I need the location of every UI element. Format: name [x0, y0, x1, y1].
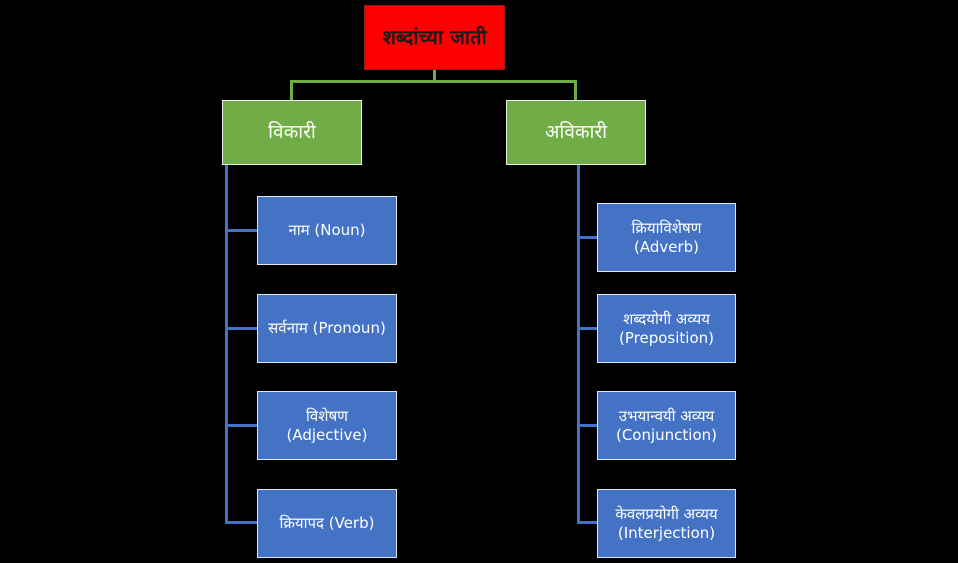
connector-vikari-stub-4 [228, 521, 258, 524]
connector-avikari-stub-4 [580, 521, 598, 524]
connector-root-to-avikari [574, 80, 577, 100]
connector-avikari-spine [577, 165, 580, 524]
node-noun-label: नाम (Noun) [288, 221, 366, 240]
node-vikari[interactable]: विकारी [222, 100, 362, 165]
connector-vikari-stub-1 [228, 229, 258, 232]
connector-avikari-stub-1 [580, 236, 598, 239]
connector-root-to-vikari [290, 80, 293, 100]
node-conjunction[interactable]: उभयान्वयी अव्यय (Conjunction) [597, 391, 736, 460]
node-preposition-label: शब्दयोगी अव्यय (Preposition) [619, 309, 714, 347]
node-pronoun-label: सर्वनाम (Pronoun) [268, 319, 386, 338]
node-interjection[interactable]: केवलप्रयोगी अव्यय (Interjection) [597, 489, 736, 558]
connector-avikari-stub-3 [580, 424, 598, 427]
connector-vikari-spine [225, 165, 228, 524]
node-noun[interactable]: नाम (Noun) [257, 196, 397, 265]
node-vikari-label: विकारी [268, 120, 316, 143]
node-verb[interactable]: क्रियापद (Verb) [257, 489, 397, 558]
node-conjunction-label: उभयान्वयी अव्यय (Conjunction) [615, 406, 718, 444]
node-avikari[interactable]: अविकारी [506, 100, 646, 165]
node-adverb-label: क्रियाविशेषण (Adverb) [631, 218, 702, 256]
node-verb-label: क्रियापद (Verb) [279, 514, 375, 533]
connector-root-horizontal [290, 80, 577, 83]
node-root-label: शब्दांच्या जाती [382, 25, 487, 49]
node-avikari-label: अविकारी [544, 120, 608, 143]
node-pronoun[interactable]: सर्वनाम (Pronoun) [257, 294, 397, 363]
connector-root-stem [433, 70, 436, 82]
node-root[interactable]: शब्दांच्या जाती [364, 5, 505, 70]
node-adjective[interactable]: विशेषण (Adjective) [257, 391, 397, 460]
node-adjective-label: विशेषण (Adjective) [286, 406, 368, 444]
connector-vikari-stub-3 [228, 424, 258, 427]
node-interjection-label: केवलप्रयोगी अव्यय (Interjection) [615, 504, 718, 542]
connector-vikari-stub-2 [228, 327, 258, 330]
connector-avikari-stub-2 [580, 327, 598, 330]
node-adverb[interactable]: क्रियाविशेषण (Adverb) [597, 203, 736, 272]
node-preposition[interactable]: शब्दयोगी अव्यय (Preposition) [597, 294, 736, 363]
